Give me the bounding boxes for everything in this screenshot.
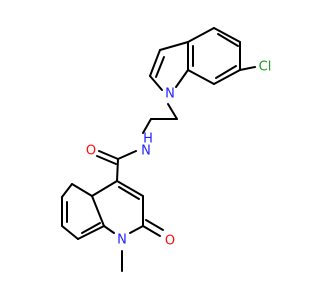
chemical-structure-diagram: Cl N N H O N O: [61, 27, 271, 272]
bond: [91, 180, 118, 197]
amide-nitrogen-label: N: [141, 144, 151, 159]
bond: [71, 183, 93, 197]
bond: [159, 41, 189, 51]
bond: [187, 27, 215, 43]
bond: [61, 183, 73, 198]
bond: [77, 225, 105, 240]
amide-oxygen-label: O: [86, 144, 96, 159]
bond: [213, 69, 241, 85]
bond: [81, 222, 101, 234]
bond: [117, 150, 137, 160]
bond: [61, 225, 79, 240]
bond: [116, 158, 119, 182]
indole-nitrogen-label: N: [165, 87, 175, 102]
bond: [98, 150, 119, 160]
quinoline-nitrogen-label: N: [117, 233, 127, 248]
bond: [217, 33, 239, 47]
bond: [149, 75, 163, 91]
amide-hydrogen-label: H: [143, 132, 153, 147]
bond: [96, 155, 117, 165]
bond: [175, 69, 189, 88]
bond: [118, 186, 140, 200]
bond: [215, 65, 237, 79]
bond: [167, 103, 178, 120]
bond-lines: [61, 27, 256, 272]
bond: [155, 56, 165, 78]
bond: [116, 180, 144, 197]
atom-labels: Cl N N H O N O: [86, 60, 271, 249]
bond: [91, 195, 105, 227]
bond: [149, 49, 161, 77]
bond: [142, 225, 161, 237]
bond: [142, 118, 152, 134]
bond: [213, 27, 241, 43]
bond: [239, 66, 256, 71]
bond: [129, 225, 144, 234]
bond: [145, 219, 164, 231]
chlorine-atom-label: Cl: [259, 60, 272, 75]
bond: [103, 225, 115, 234]
quinolone-oxygen-label: O: [165, 234, 175, 249]
bond: [187, 69, 215, 85]
